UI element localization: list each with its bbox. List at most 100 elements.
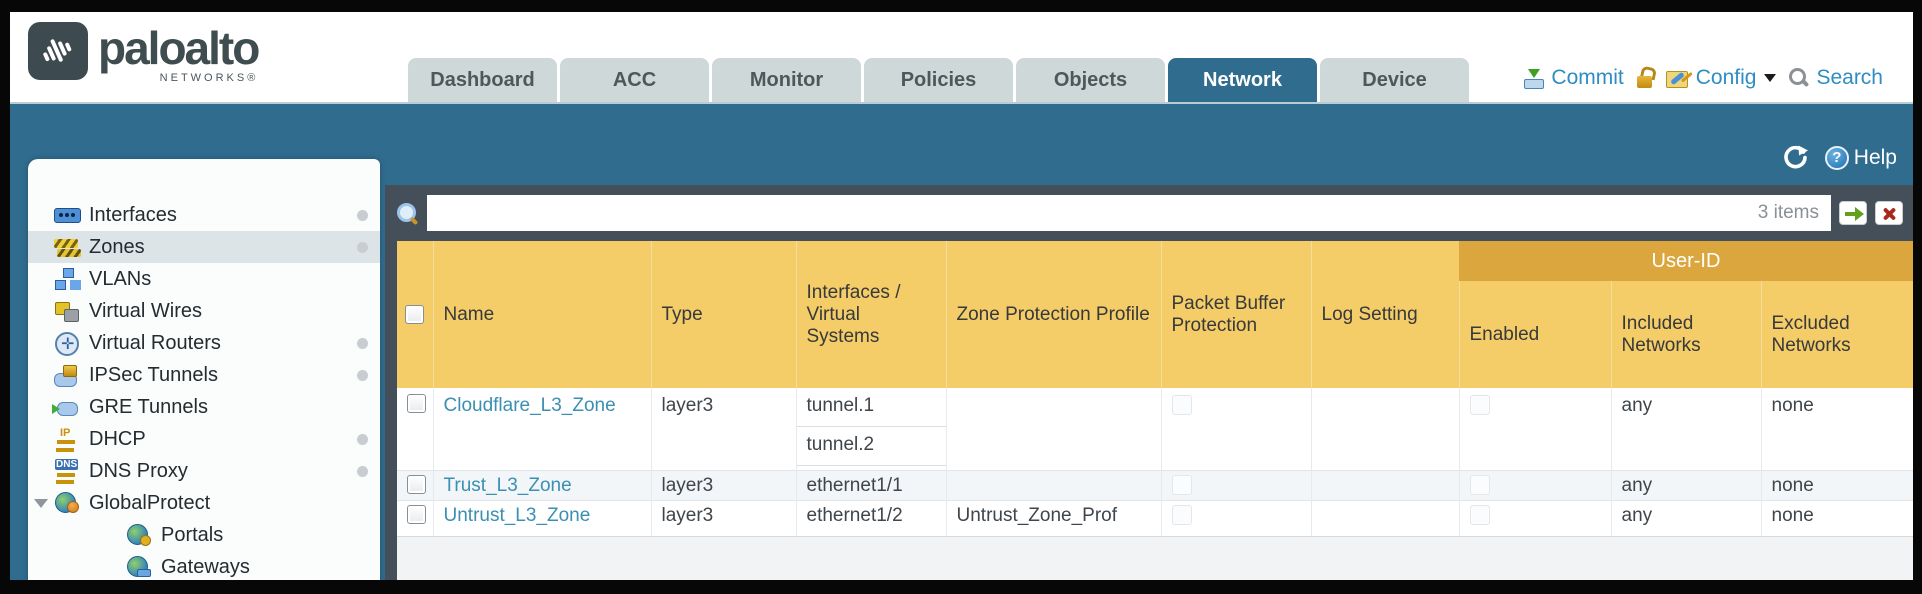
zone-type-cell: layer3 bbox=[650, 499, 796, 537]
packet-buffer-cell bbox=[1160, 388, 1311, 470]
filter-searchbox: 3 items bbox=[427, 195, 1831, 231]
user-id-enabled-checkbox[interactable] bbox=[1469, 504, 1490, 525]
row-select-checkbox[interactable] bbox=[407, 474, 426, 494]
commit-button[interactable]: Commit bbox=[1523, 66, 1624, 90]
globalprotect-icon bbox=[54, 491, 80, 515]
log-setting-cell bbox=[1310, 388, 1459, 470]
help-button[interactable]: ? Help bbox=[1824, 145, 1897, 170]
packet-buffer-checkbox[interactable] bbox=[1171, 395, 1192, 415]
gateways-icon bbox=[126, 555, 152, 579]
zones-content: 3 items bbox=[385, 185, 1913, 580]
interface-subcell: tunnel.1 bbox=[796, 388, 946, 427]
sidebar-item-label: Interfaces bbox=[89, 203, 177, 226]
user-id-enabled-checkbox[interactable] bbox=[1469, 474, 1490, 495]
config-menu-button[interactable]: Config bbox=[1665, 66, 1777, 90]
user-id-enabled-checkbox[interactable] bbox=[1469, 395, 1490, 415]
sidebar-item-gre-tunnels[interactable]: GRE Tunnels bbox=[28, 391, 380, 423]
included-networks-cell: any bbox=[1610, 499, 1761, 537]
tab-device[interactable]: Device bbox=[1320, 58, 1469, 102]
excluded-networks-cell: none bbox=[1760, 388, 1913, 470]
packet-buffer-checkbox[interactable] bbox=[1171, 474, 1192, 495]
interface-subcell: ethernet1/2 bbox=[806, 504, 903, 526]
user-id-enabled-cell bbox=[1458, 388, 1611, 470]
top-bar: paloalto NETWORKS® Dashboard ACC Monitor… bbox=[10, 12, 1913, 102]
zone-protection-cell bbox=[945, 469, 1161, 500]
portals-icon bbox=[126, 523, 152, 547]
interface-subcell: tunnel.2 bbox=[796, 427, 946, 466]
vlans-icon bbox=[54, 267, 80, 291]
apply-filter-button[interactable] bbox=[1839, 201, 1867, 225]
tab-dashboard[interactable]: Dashboard bbox=[408, 58, 557, 102]
sidebar-item-label: VLANs bbox=[89, 267, 152, 290]
status-dot bbox=[357, 370, 368, 381]
page-body: ? Help Interfaces Zones VLANs Virt bbox=[10, 102, 1913, 580]
config-icon bbox=[1665, 67, 1690, 89]
sidebar-item-globalprotect[interactable]: GlobalProtect bbox=[28, 487, 380, 519]
sidebar-item-ipsec-tunnels[interactable]: IPSec Tunnels bbox=[28, 359, 380, 391]
column-header-interfaces[interactable]: Interfaces / Virtual Systems bbox=[795, 241, 946, 388]
sidebar-item-label: Portals bbox=[161, 523, 224, 546]
zones-table-area: Name Type Interfaces / Virtual Systems Z… bbox=[397, 241, 1913, 580]
tab-network[interactable]: Network bbox=[1168, 58, 1317, 102]
sidebar-item-label: Gateways bbox=[161, 555, 250, 578]
tab-acc[interactable]: ACC bbox=[560, 58, 709, 102]
sidebar-item-zones[interactable]: Zones bbox=[28, 231, 380, 263]
column-header-log-setting[interactable]: Log Setting bbox=[1310, 241, 1459, 388]
main-nav-tabs: Dashboard ACC Monitor Policies Objects N… bbox=[408, 58, 1472, 102]
packet-buffer-cell bbox=[1160, 469, 1311, 500]
filter-search-input[interactable] bbox=[427, 195, 1831, 231]
clear-filter-button[interactable] bbox=[1875, 201, 1903, 225]
column-header-enabled[interactable]: Enabled bbox=[1458, 281, 1611, 388]
sidebar-item-interfaces[interactable]: Interfaces bbox=[28, 199, 380, 231]
collapse-triangle-icon[interactable] bbox=[34, 499, 48, 508]
search-label: Search bbox=[1816, 66, 1883, 89]
zones-icon bbox=[54, 235, 81, 259]
excluded-networks-cell: none bbox=[1760, 499, 1913, 537]
virtual-wires-icon bbox=[54, 299, 80, 323]
column-header-included-networks[interactable]: Included Networks bbox=[1610, 281, 1761, 388]
included-networks-cell: any bbox=[1610, 388, 1761, 470]
sidebar-item-label: Virtual Wires bbox=[89, 299, 202, 322]
sidebar-item-portals[interactable]: Portals bbox=[28, 519, 380, 551]
status-dot bbox=[357, 434, 368, 445]
row-select-checkbox[interactable] bbox=[407, 394, 426, 413]
column-header-excluded-networks[interactable]: Excluded Networks bbox=[1760, 281, 1913, 388]
status-dot bbox=[357, 338, 368, 349]
included-networks-cell: any bbox=[1610, 469, 1761, 500]
logo-subtext: NETWORKS® bbox=[159, 72, 259, 84]
lock-icon[interactable] bbox=[1636, 67, 1654, 89]
packet-buffer-cell bbox=[1160, 499, 1311, 537]
sidebar-item-virtual-routers[interactable]: Virtual Routers bbox=[28, 327, 380, 359]
packet-buffer-checkbox[interactable] bbox=[1171, 504, 1192, 525]
table-row: Untrust_L3_Zone layer3 ethernet1/2 Untru… bbox=[397, 499, 1913, 537]
column-header-packet-buffer-protection[interactable]: Packet Buffer Protection bbox=[1160, 241, 1311, 388]
zone-type-cell: layer3 bbox=[650, 469, 796, 500]
tab-monitor[interactable]: Monitor bbox=[712, 58, 861, 102]
zone-name-link[interactable]: Cloudflare_L3_Zone bbox=[443, 395, 616, 416]
sidebar-item-gateways[interactable]: Gateways bbox=[28, 551, 380, 580]
zone-protection-cell: Untrust_Zone_Prof bbox=[945, 499, 1161, 537]
app-screen: paloalto NETWORKS® Dashboard ACC Monitor… bbox=[10, 12, 1913, 580]
sidebar-item-vlans[interactable]: VLANs bbox=[28, 263, 380, 295]
user-id-enabled-cell bbox=[1458, 499, 1611, 537]
table-row: Trust_L3_Zone layer3 ethernet1/1 any non… bbox=[397, 469, 1913, 500]
column-header-zone-protection-profile[interactable]: Zone Protection Profile bbox=[945, 241, 1161, 388]
select-all-checkbox[interactable] bbox=[405, 305, 424, 324]
tab-objects[interactable]: Objects bbox=[1016, 58, 1165, 102]
global-search-button[interactable]: Search bbox=[1788, 66, 1883, 90]
zone-name-link[interactable]: Trust_L3_Zone bbox=[443, 474, 572, 496]
column-header-type[interactable]: Type bbox=[650, 241, 796, 388]
zone-name-link[interactable]: Untrust_L3_Zone bbox=[443, 504, 591, 526]
column-header-name[interactable]: Name bbox=[432, 241, 651, 388]
tab-policies[interactable]: Policies bbox=[864, 58, 1013, 102]
sidebar-item-virtual-wires[interactable]: Virtual Wires bbox=[28, 295, 380, 327]
log-setting-cell bbox=[1310, 499, 1459, 537]
user-id-group-header: User-ID bbox=[1459, 241, 1913, 281]
paloalto-logo: paloalto NETWORKS® bbox=[28, 22, 260, 84]
sidebar-item-dns-proxy[interactable]: DNS Proxy bbox=[28, 455, 380, 487]
refresh-icon[interactable] bbox=[1782, 144, 1809, 171]
sidebar-item-dhcp[interactable]: DHCP bbox=[28, 423, 380, 455]
row-select-checkbox[interactable] bbox=[407, 504, 426, 524]
paloalto-logo-icon bbox=[28, 22, 88, 80]
